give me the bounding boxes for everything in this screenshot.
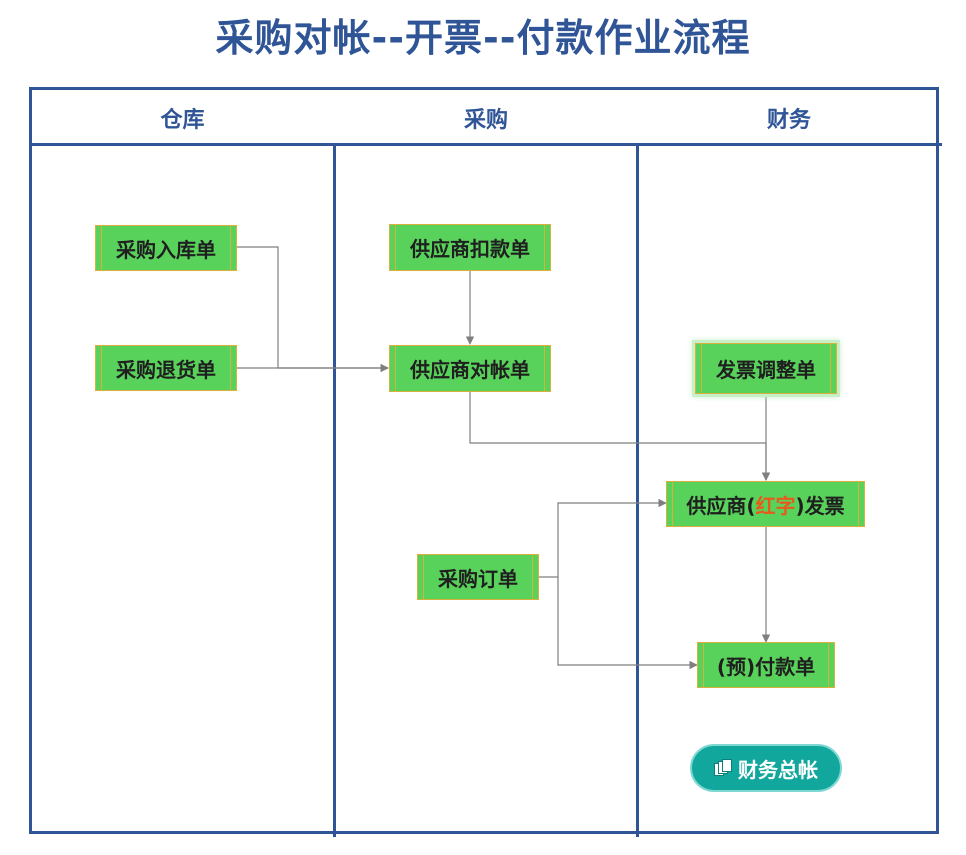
connector-order-to-invoice (539, 498, 667, 578)
node-general-ledger[interactable]: 财务总帐 (690, 744, 842, 792)
lane-divider-2 (636, 143, 639, 837)
supplier-invoice-red-text: 红字 (755, 493, 796, 518)
lane-header-divider (29, 143, 942, 146)
node-supplier-reconciliation[interactable]: 供应商对帐单 (389, 345, 551, 392)
node-prepayment[interactable]: (预)付款单 (697, 642, 835, 688)
page-title: 采购对帐--开票--付款作业流程 (215, 16, 751, 60)
node-invoice-adjustment[interactable]: 发票调整单 (695, 343, 837, 394)
supplier-invoice-suffix: )发票 (795, 493, 845, 518)
lane-title-warehouse: 仓库 (160, 108, 205, 133)
swimlane-frame (29, 87, 939, 834)
node-supplier-invoice[interactable]: 供应商(红字)发票 (666, 481, 865, 527)
supplier-invoice-prefix: 供应商( (686, 493, 756, 518)
node-purchase-receipt[interactable]: 采购入库单 (95, 225, 237, 271)
general-ledger-label: 财务总帐 (738, 757, 818, 782)
node-purchase-order[interactable]: 采购订单 (417, 554, 539, 600)
connector-reconciliation-to-invoice (469, 392, 771, 481)
lane-divider-1 (333, 143, 336, 837)
lane-title-finance: 财务 (766, 108, 811, 133)
connector-receipt-to-reconciliation (237, 246, 389, 373)
multi-document-icon (714, 759, 732, 776)
connector-order-to-prepayment (557, 577, 698, 670)
lane-title-purchasing: 采购 (463, 108, 508, 133)
node-supplier-deduction[interactable]: 供应商扣款单 (389, 224, 551, 271)
node-purchase-return[interactable]: 采购退货单 (95, 345, 237, 391)
